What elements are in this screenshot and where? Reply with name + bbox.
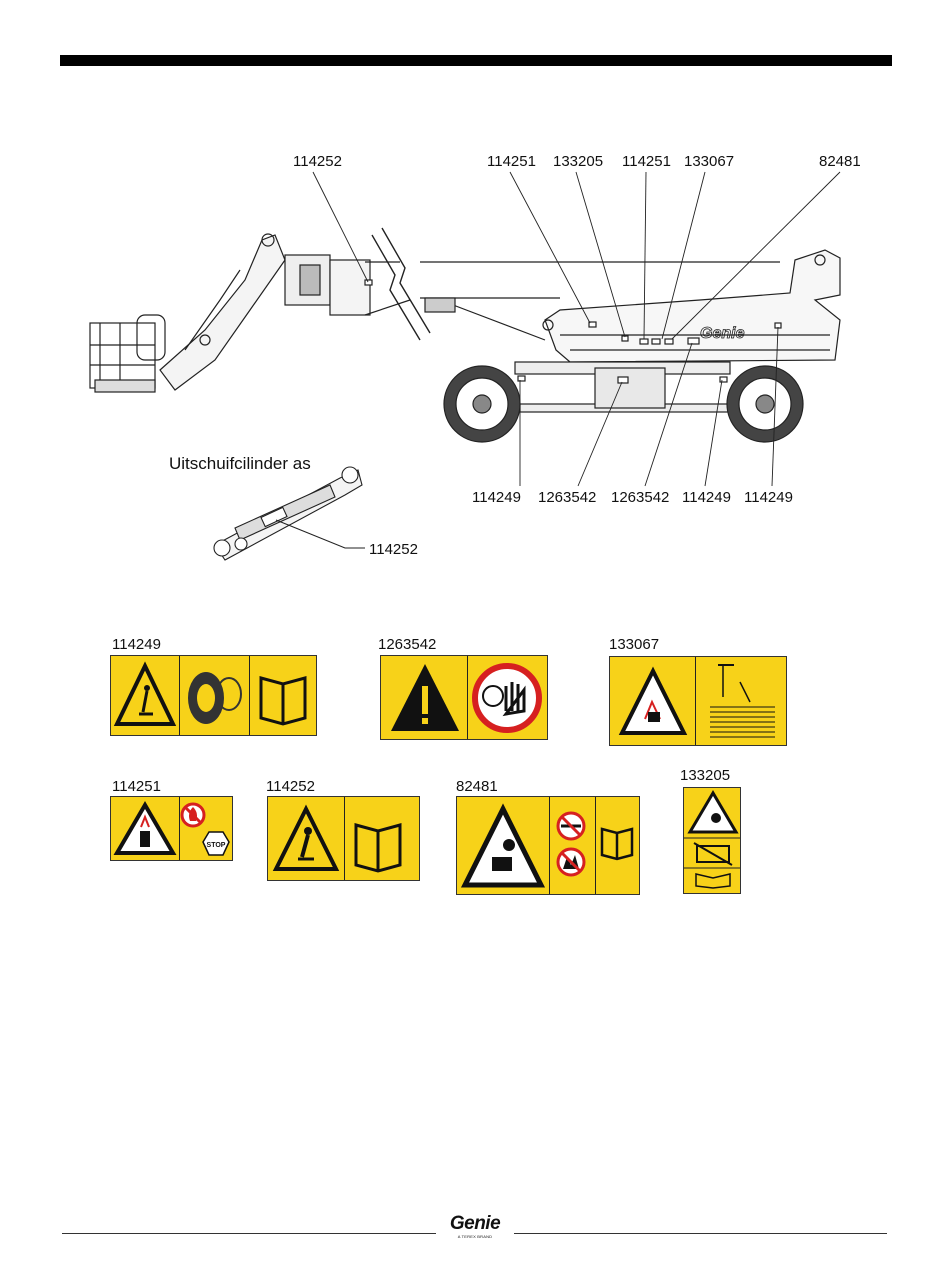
decal-114252 <box>267 796 420 881</box>
stop-text: STOP <box>207 842 226 849</box>
manual-book-icon <box>111 656 317 736</box>
stop-hand-icon <box>381 656 548 740</box>
footer-rule-left <box>62 1233 436 1234</box>
manual-book-icon <box>684 788 741 894</box>
decal-label-133205: 133205 <box>680 767 730 784</box>
decal-label-1263542: 1263542 <box>378 636 436 653</box>
decal-133067 <box>609 656 787 746</box>
decal-114249 <box>110 655 317 736</box>
decal-label-114249: 114249 <box>112 636 161 653</box>
decal-1263542 <box>380 655 548 740</box>
decal-label-82481: 82481 <box>456 778 498 795</box>
decal-label-133067: 133067 <box>609 636 659 653</box>
no-fire-icon: STOP <box>111 797 233 861</box>
svg-text:Genie: Genie <box>700 325 745 342</box>
boom-lift-diagram: Genie <box>0 0 950 600</box>
decal-label-114251: 114251 <box>112 778 161 795</box>
decal-133205 <box>683 787 741 894</box>
footer-tagline: A TEREX BRAND <box>440 1234 510 1239</box>
genie-logo: Genie A TEREX BRAND <box>440 1214 510 1239</box>
decal-82481 <box>456 796 640 895</box>
decal-label-114252: 114252 <box>266 778 315 795</box>
footer-rule-right <box>514 1233 887 1234</box>
manual-book-icon <box>457 797 640 895</box>
boom-angle-table <box>610 657 787 746</box>
footer-brand: Genie <box>440 1214 510 1234</box>
manual-book-icon <box>268 797 420 881</box>
decal-114251: STOP <box>110 796 233 861</box>
